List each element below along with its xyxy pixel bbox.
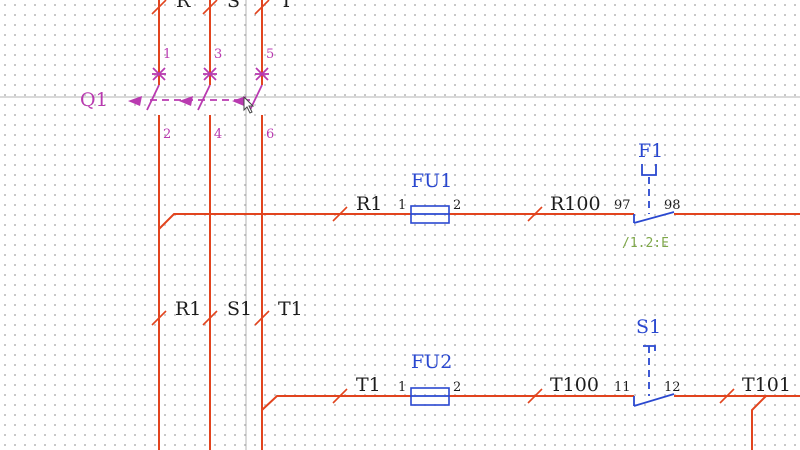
wire-label-r100: R100	[550, 193, 601, 215]
incoming-conductors[interactable]	[151, 0, 270, 85]
breaker-pin-6: 6	[266, 127, 274, 142]
phase-label-r: R	[176, 0, 191, 12]
pushbutton-symbol	[643, 345, 656, 351]
breaker-pin-2: 2	[163, 127, 171, 142]
circuit-r-branch[interactable]	[158, 206, 800, 230]
phase-label-t: T	[280, 0, 293, 12]
fuse1-pin-in: 1	[398, 198, 406, 213]
breaker-arrow-right	[232, 96, 246, 106]
switch-s1[interactable]: S1 11 12	[614, 316, 681, 407]
overload-f1[interactable]: F1 97 98 /1.2:E	[614, 140, 681, 251]
breaker-pin-5: 5	[266, 47, 274, 62]
switch-pin-in: 11	[614, 380, 631, 395]
breaker-trip-marks	[152, 67, 269, 81]
breaker-pin-3: 3	[214, 47, 222, 62]
switch-pin-out: 12	[664, 380, 681, 395]
breaker-q1[interactable]: Q1 1 3 5 2 4 6	[80, 47, 274, 142]
wire-label-t1: T1	[356, 374, 381, 396]
breaker-pin-1: 1	[163, 47, 171, 62]
wire-label-t1-vertical: T1	[278, 298, 303, 320]
thermal-symbol	[641, 164, 657, 176]
outgoing-conductors[interactable]	[151, 115, 270, 450]
overload-cross-reference[interactable]: /1.2:E	[622, 236, 669, 251]
fuse2-pin-out: 2	[453, 380, 461, 395]
switch-tag: S1	[636, 316, 661, 338]
breaker-arrow-left	[128, 96, 142, 106]
wire-label-s1-vertical: S1	[227, 298, 252, 320]
fuse-fu1[interactable]: FU1 1 2	[398, 170, 461, 224]
fuse2-pin-in: 1	[398, 380, 406, 395]
wire-label-t100: T100	[550, 374, 599, 396]
breaker-pin-4: 4	[214, 127, 222, 142]
wire-label-t101: T101	[742, 374, 791, 396]
wire-label-r1-vertical: R1	[175, 298, 201, 320]
phase-label-s: S	[227, 0, 240, 12]
overload-tag: F1	[638, 140, 663, 162]
fuse2-tag: FU2	[411, 351, 452, 373]
breaker-arrow-middle	[179, 96, 193, 106]
fuse1-tag: FU1	[411, 170, 452, 192]
fuse-fu2[interactable]: FU2 1 2	[398, 351, 461, 406]
breaker-tag: Q1	[80, 89, 108, 111]
circuit-t-branch[interactable]	[261, 388, 800, 450]
fuse1-pin-out: 2	[453, 198, 461, 213]
wire-label-r1: R1	[356, 193, 382, 215]
mouse-pointer-icon	[243, 95, 255, 114]
overload-pin-out: 98	[664, 198, 681, 213]
overload-pin-in: 97	[614, 198, 631, 213]
